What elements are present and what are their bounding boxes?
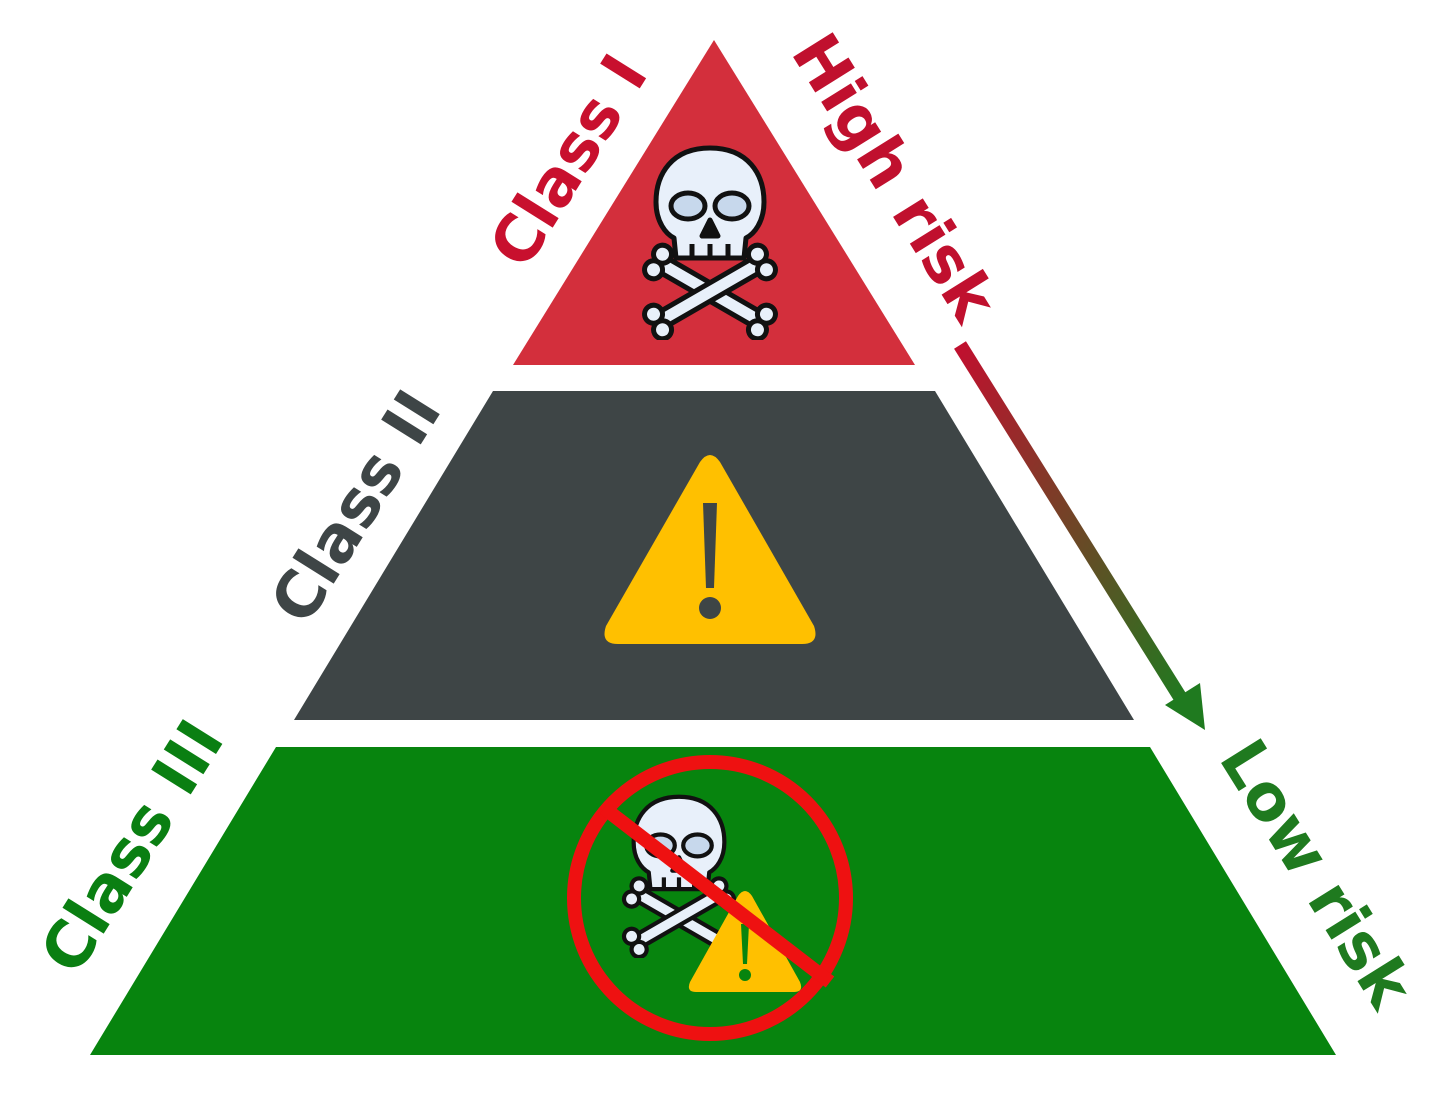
warning-triangle-icon [688,891,802,992]
prohibited-hazard-icon [567,755,853,1041]
risk-gradient-arrow [954,341,1205,730]
tier-class-2: Class II [257,378,1134,720]
tier-class-3: Class III [27,708,1336,1055]
warning-triangle-icon [604,455,816,644]
prohibited-icon [567,755,853,1041]
